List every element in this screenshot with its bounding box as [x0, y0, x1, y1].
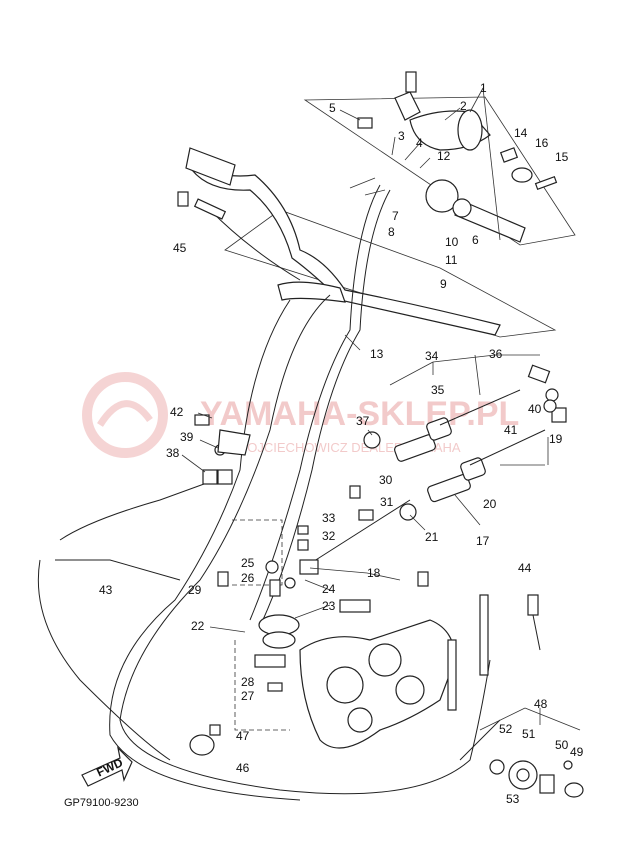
- callout-3: 3: [398, 129, 405, 143]
- callout-18: 18: [367, 566, 381, 580]
- callout-28: 28: [241, 675, 255, 689]
- callout-36: 36: [489, 347, 503, 361]
- callout-1: 1: [480, 81, 487, 95]
- callout-15: 15: [555, 150, 569, 164]
- callout-12: 12: [437, 149, 451, 163]
- callout-22: 22: [191, 619, 205, 633]
- callout-10: 10: [445, 235, 459, 249]
- callout-14: 14: [514, 126, 528, 140]
- callout-11: 11: [445, 253, 458, 267]
- callout-20: 20: [483, 497, 497, 511]
- handlebar-assembly: [185, 91, 576, 338]
- callout-53: 53: [506, 792, 520, 806]
- leader-lines: [181, 87, 581, 731]
- callout-7: 7: [392, 209, 399, 223]
- callout-8: 8: [388, 225, 395, 239]
- cable-fittings: [202, 364, 567, 571]
- callout-45: 45: [173, 241, 187, 255]
- callout-13: 13: [370, 347, 384, 361]
- callout-37: 37: [356, 414, 370, 428]
- callout-5: 5: [329, 101, 336, 115]
- callout-39: 39: [180, 430, 194, 444]
- callout-2: 2: [460, 99, 467, 113]
- callout-38: 38: [166, 446, 180, 460]
- callout-30: 30: [379, 473, 393, 487]
- small-parts: [177, 71, 584, 798]
- callout-51: 51: [522, 727, 536, 741]
- callout-21: 21: [425, 530, 439, 544]
- diagram-code: GP79100-9230: [64, 797, 139, 809]
- callout-29: 29: [188, 583, 202, 597]
- throttle-body: [217, 485, 456, 749]
- fwd-arrow: FWD: [81, 746, 133, 787]
- callout-46: 46: [236, 761, 250, 775]
- callout-26: 26: [241, 571, 255, 585]
- callout-44: 44: [518, 561, 532, 575]
- callout-35: 35: [431, 383, 445, 397]
- watermark: YAMAHA-SKLEP.PL WOJCIECHOWICZ DEALER YAM…: [82, 372, 519, 458]
- callout-16: 16: [535, 136, 549, 150]
- callout-42: 42: [170, 405, 184, 419]
- callout-41: 41: [504, 423, 518, 437]
- callout-24: 24: [322, 582, 336, 596]
- callout-50: 50: [555, 738, 569, 752]
- callout-17: 17: [476, 534, 490, 548]
- callout-47: 47: [236, 729, 250, 743]
- callout-9: 9: [440, 277, 447, 291]
- callout-4: 4: [416, 136, 423, 150]
- callout-32: 32: [322, 529, 336, 543]
- callout-6: 6: [472, 233, 479, 247]
- callout-23: 23: [322, 599, 336, 613]
- callout-48: 48: [534, 697, 548, 711]
- callout-33: 33: [322, 511, 336, 525]
- callout-34: 34: [425, 349, 439, 363]
- callout-27: 27: [241, 689, 255, 703]
- callout-19: 19: [549, 432, 563, 446]
- callout-52: 52: [499, 722, 513, 736]
- callout-40: 40: [528, 402, 542, 416]
- callout-43: 43: [99, 583, 113, 597]
- callout-25: 25: [241, 556, 255, 570]
- callout-49: 49: [570, 745, 584, 759]
- cables: [37, 184, 491, 801]
- callout-31: 31: [380, 495, 394, 509]
